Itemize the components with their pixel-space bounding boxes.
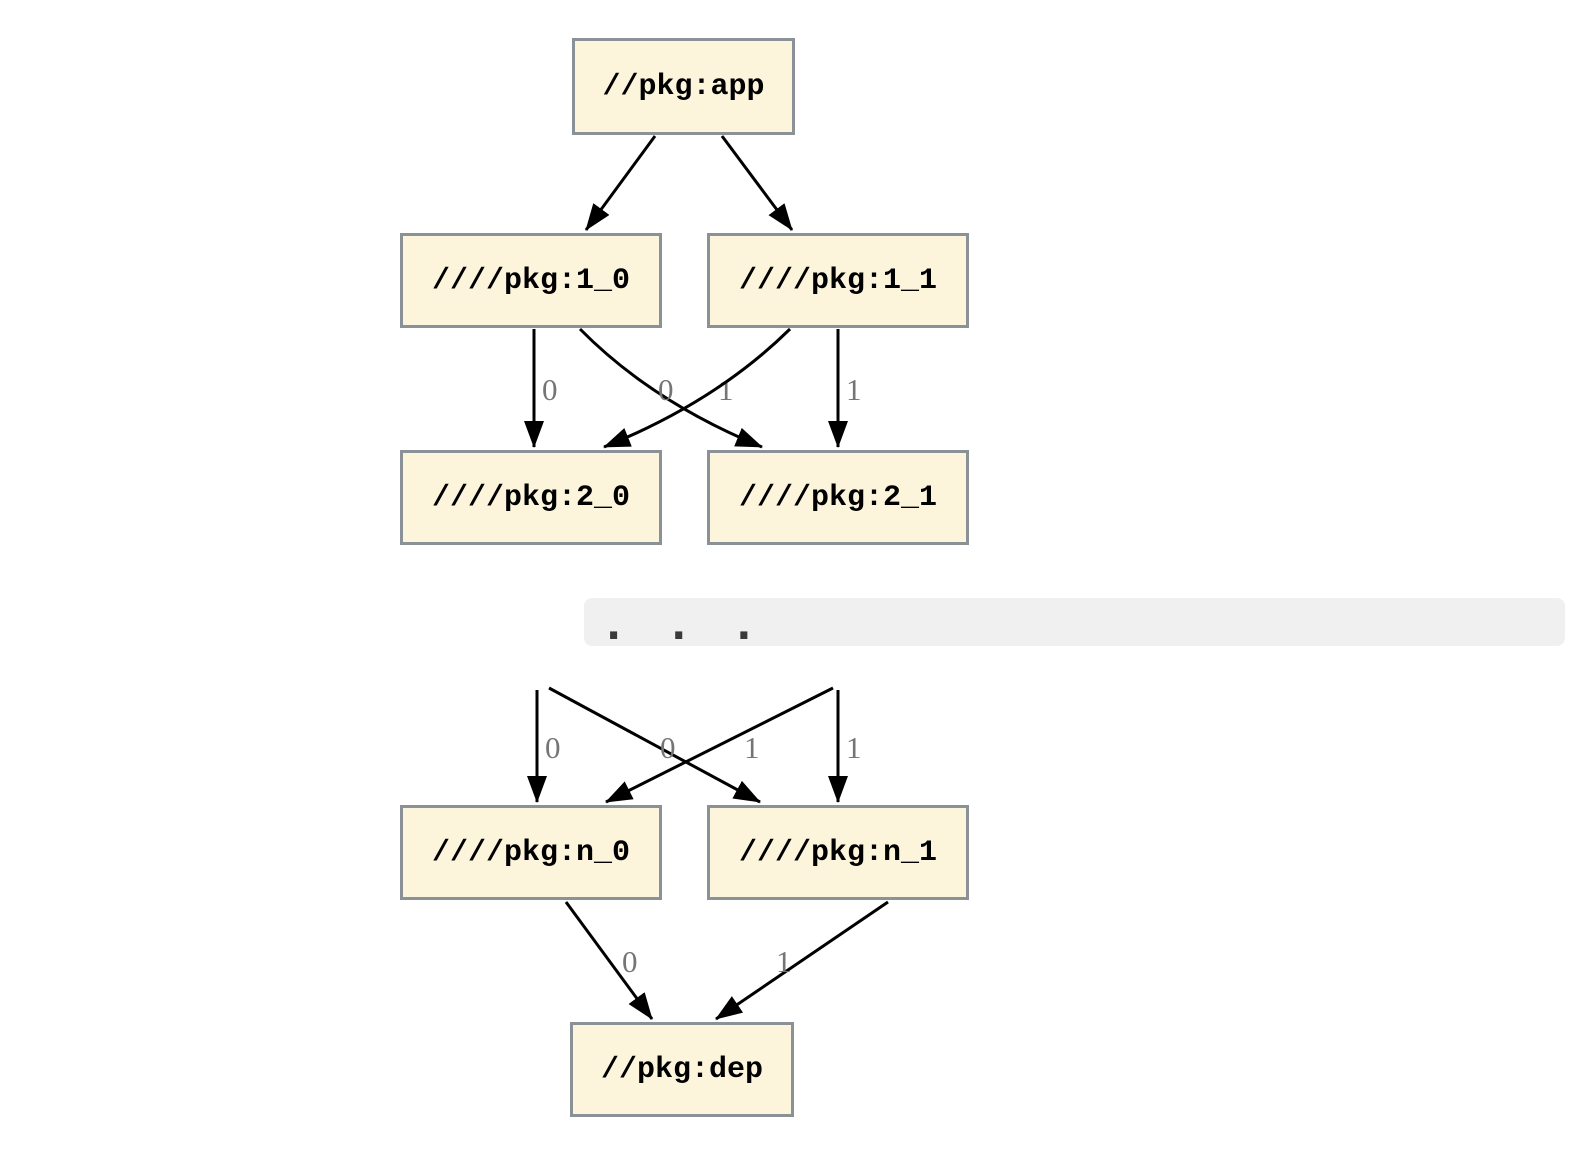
graph-node-1_1: ////pkg:1_1 (707, 233, 969, 328)
graph-node-app: //pkg:app (572, 38, 795, 135)
graph-node-n_0: ////pkg:n_0 (400, 805, 662, 900)
edge-label-n_1-to-dep: 1 (776, 944, 792, 979)
graph-node-n_1: ////pkg:n_1 (707, 805, 969, 900)
edge-label-1_0-to-2_0: 0 (542, 372, 558, 407)
edge-label-ellipsis-to-n_1: 1 (744, 730, 760, 765)
graph-edge-1_0-to-2_1 (578, 327, 763, 449)
edge-label-ellipsis-to-n_0: 0 (660, 730, 676, 765)
graph-edge-n_1-to-dep (715, 900, 889, 1021)
edge-label-1_1-to-2_1: 1 (846, 372, 862, 407)
graph-node-2_0: ////pkg:2_0 (400, 450, 662, 545)
edge-label-ellipsis-to-n_0: 0 (545, 730, 561, 765)
edge-label-n_0-to-dep: 0 (622, 944, 638, 979)
graph-node-2_1: ////pkg:2_1 (707, 450, 969, 545)
graph-edge-app-to-1_1 (720, 135, 794, 231)
edge-label-1_1-to-2_0: 0 (658, 372, 674, 407)
graph-edge-ellipsis-to-n_0 (605, 686, 834, 804)
graph-edge-ellipsis-to-n_1 (548, 686, 761, 804)
graph-node-1_0: ////pkg:1_0 (400, 233, 662, 328)
edge-label-ellipsis-to-n_1: 1 (846, 730, 862, 765)
graph-edge-1_1-to-2_0 (603, 327, 792, 449)
graph-edge-n_0-to-dep (564, 901, 654, 1020)
ellipsis-band: . . . (584, 598, 1565, 646)
ellipsis-dots: . . . (606, 603, 770, 649)
graph-node-dep: //pkg:dep (570, 1022, 794, 1117)
graph-edge-app-to-1_0 (584, 135, 657, 231)
